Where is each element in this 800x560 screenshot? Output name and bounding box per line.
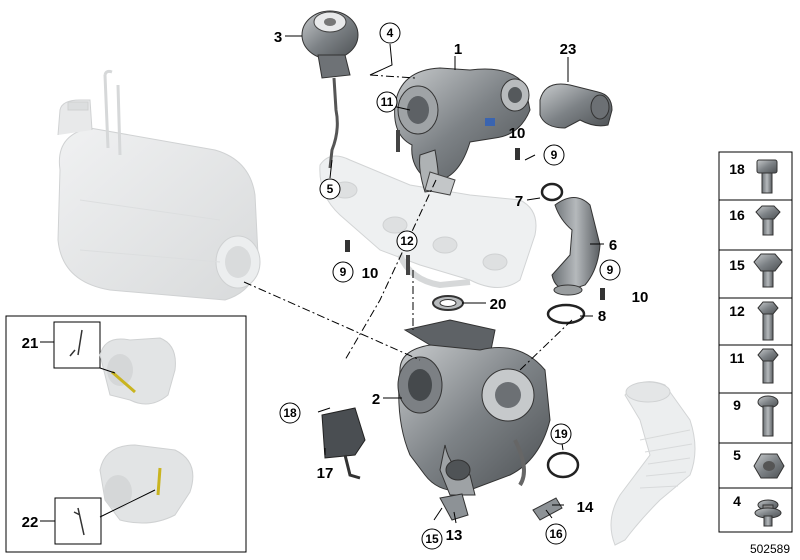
bolt-9-left xyxy=(345,240,350,252)
dashed-assembly-lines xyxy=(243,74,573,371)
svg-text:11: 11 xyxy=(381,95,394,109)
callout-17: 17 xyxy=(317,465,334,482)
circled-callout-16: 16 xyxy=(545,523,567,545)
vacuum-actuator xyxy=(301,10,359,169)
inset-detail-21-box xyxy=(53,321,101,369)
side-label-16: 16 xyxy=(729,207,745,223)
side-label-11: 11 xyxy=(730,350,745,366)
callout-20: 20 xyxy=(490,296,507,313)
bracket-13 xyxy=(439,493,469,521)
bolt-9-right xyxy=(600,288,605,300)
hex-flange-bolt-icon-15 xyxy=(753,253,783,288)
circled-callout-15: 15 xyxy=(421,528,443,550)
circled-callout-19: 19 xyxy=(550,423,572,445)
circled-callout-9-upper: 9 xyxy=(543,144,565,166)
side-label-5: 5 xyxy=(733,447,741,463)
svg-text:5: 5 xyxy=(327,182,334,196)
callout-10-left: 10 xyxy=(362,265,379,282)
inset-box xyxy=(5,315,247,553)
hex-nut-icon xyxy=(753,453,785,479)
heat-shield-17 xyxy=(321,407,366,480)
circled-callout-9-left: 9 xyxy=(332,261,354,283)
svg-text:9: 9 xyxy=(551,148,558,162)
svg-text:4: 4 xyxy=(387,26,394,40)
o-ring-7 xyxy=(540,182,564,202)
ghost-particulate-filter xyxy=(57,69,261,301)
hex-bolt-icon-11 xyxy=(757,348,779,384)
hex-flange-bolt-icon-16 xyxy=(755,205,781,236)
circled-callout-12: 12 xyxy=(396,230,418,252)
torx-socket-bolt-icon xyxy=(756,159,778,194)
hex-flange-bolt-icon-12 xyxy=(757,301,779,341)
o-ring-8 xyxy=(546,303,586,325)
bracket-14 xyxy=(532,497,563,521)
gasket-20-hole xyxy=(439,299,457,307)
side-label-4: 4 xyxy=(733,493,741,509)
bolt-12 xyxy=(406,255,410,275)
callout-6: 6 xyxy=(609,237,617,254)
svg-text:9: 9 xyxy=(607,263,614,277)
circled-callout-4: 4 xyxy=(379,22,401,44)
document-number: 502589 xyxy=(750,542,790,556)
turbine-housing-section xyxy=(539,83,613,129)
callout-1: 1 xyxy=(454,41,462,58)
bolt-11 xyxy=(396,130,400,152)
callout-10-upper: 10 xyxy=(509,125,526,142)
callout-labels: 1 2 3 6 7 8 10 10 10 13 14 17 20 21 22 2… xyxy=(22,29,649,544)
upper-turbocharger xyxy=(394,67,531,196)
lower-turbocharger xyxy=(397,319,551,496)
connecting-pipe xyxy=(551,197,601,296)
circled-callout-18: 18 xyxy=(279,402,301,424)
side-label-12: 12 xyxy=(729,303,745,319)
side-label-15: 15 xyxy=(729,257,745,273)
circled-callout-11: 11 xyxy=(376,91,398,113)
svg-text:19: 19 xyxy=(554,427,568,441)
side-label-18: 18 xyxy=(729,161,745,177)
o-ring-19 xyxy=(546,451,580,479)
svg-text:15: 15 xyxy=(425,532,439,546)
callout-21: 21 xyxy=(22,335,39,352)
svg-text:12: 12 xyxy=(400,234,414,248)
bolt-10-upper xyxy=(515,148,520,160)
circled-callouts: 4 5 9 9 9 11 12 15 16 18 19 xyxy=(279,22,621,550)
collar-bolt-icon xyxy=(754,499,782,527)
svg-text:18: 18 xyxy=(283,406,297,420)
callout-8: 8 xyxy=(598,308,606,325)
callout-7: 7 xyxy=(515,193,523,210)
callout-3: 3 xyxy=(274,29,282,46)
callout-14: 14 xyxy=(577,499,594,516)
ghost-intake-hose xyxy=(610,381,696,546)
callout-23: 23 xyxy=(560,41,577,58)
callout-22: 22 xyxy=(22,514,39,531)
circled-callout-5: 5 xyxy=(319,178,341,200)
torx-bolt-icon-9 xyxy=(757,395,779,437)
callout-10-right: 10 xyxy=(632,289,649,306)
callout-2: 2 xyxy=(372,391,380,408)
circled-callout-9-right: 9 xyxy=(599,259,621,281)
svg-text:9: 9 xyxy=(340,265,347,279)
fastener-side-panel: 18 16 15 12 11 9 5 4 xyxy=(718,151,793,533)
callout-13: 13 xyxy=(446,527,463,544)
svg-text:16: 16 xyxy=(549,527,563,541)
side-label-9: 9 xyxy=(733,397,741,413)
